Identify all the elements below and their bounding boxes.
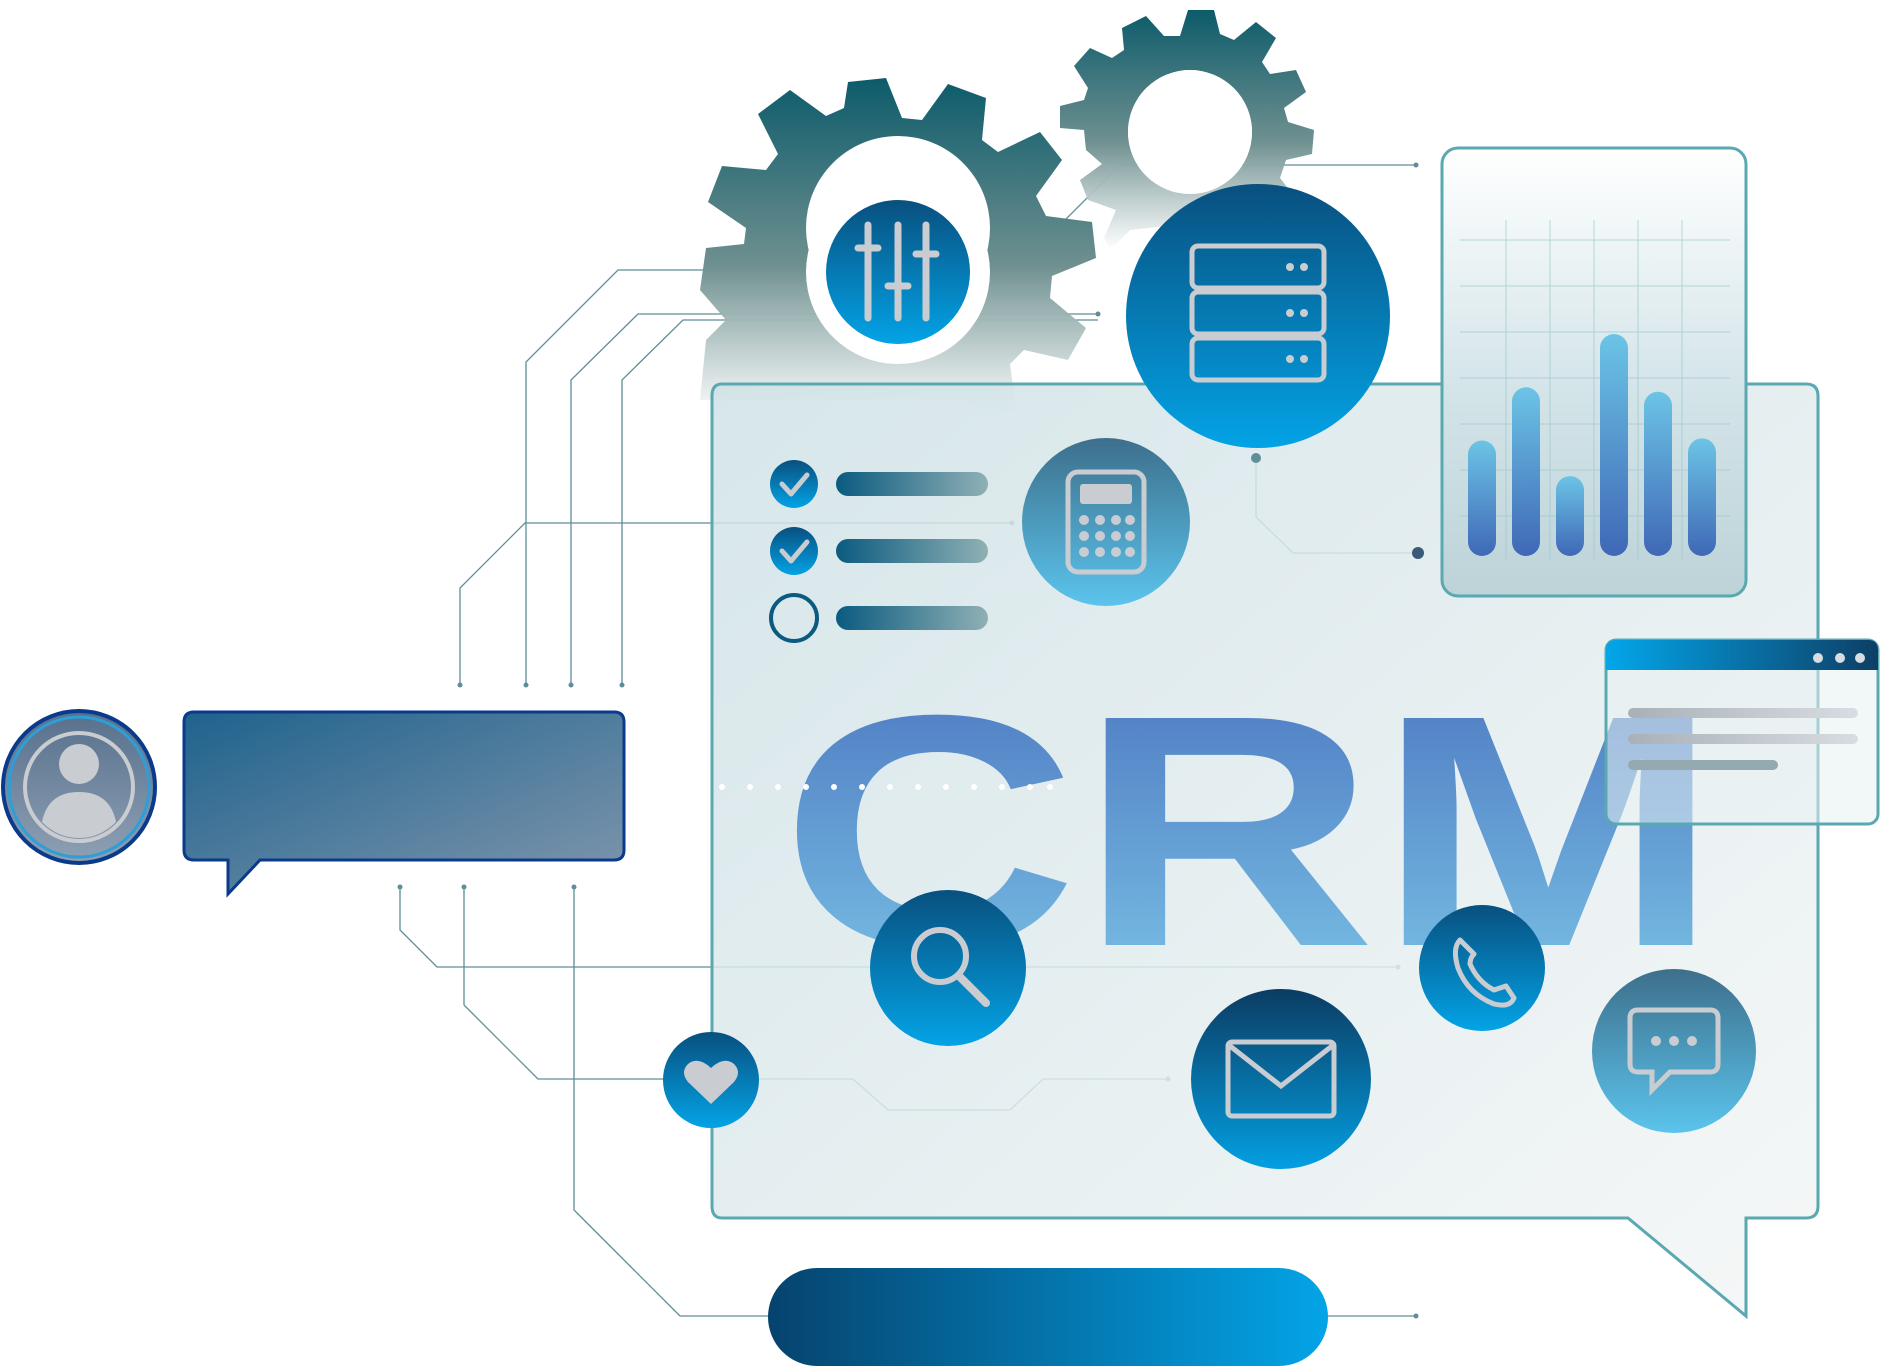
unchecked-circle-icon: [769, 593, 819, 643]
dotted-divider: [719, 784, 1053, 790]
checklist-item: [770, 460, 988, 508]
chart-bar: [1688, 438, 1716, 556]
calculator-icon: [1022, 438, 1190, 606]
search-icon: [870, 890, 1026, 1046]
mail-icon: [1191, 989, 1371, 1169]
checklist: [769, 460, 988, 643]
bottom-bar: [768, 1268, 1328, 1366]
bar-chart-icon: [1440, 146, 1748, 598]
chart-bar: [1468, 440, 1496, 556]
chart-bar: [1512, 387, 1540, 556]
chat-icon: [1592, 969, 1756, 1133]
user-icon: [1, 709, 157, 865]
sliders-icon: [806, 180, 990, 364]
check-icon: [770, 460, 818, 508]
checklist-item: [770, 527, 988, 575]
phone-icon: [1419, 905, 1545, 1031]
server-icon: [1126, 184, 1424, 559]
chart-bar: [1644, 391, 1672, 556]
message-bubble: [182, 710, 626, 898]
browser-window-icon: [1604, 638, 1880, 826]
main-panel: [710, 382, 1820, 1320]
chart-bar: [1600, 334, 1628, 556]
check-icon: [770, 527, 818, 575]
chart-bar: [1556, 476, 1584, 556]
heart-icon: [663, 1032, 759, 1128]
checklist-item: [769, 593, 988, 643]
